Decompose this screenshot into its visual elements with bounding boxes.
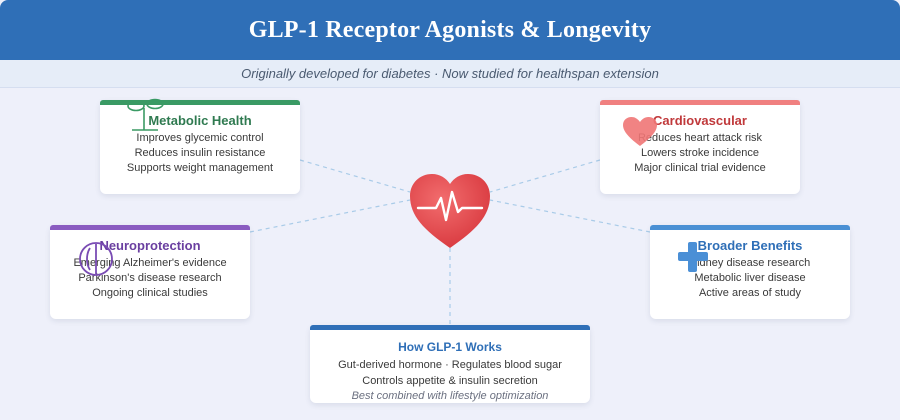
card-note: Best combined with lifestyle optimizatio… (351, 390, 549, 402)
card-line: Improves glycemic control (136, 132, 264, 144)
seedling-icon (127, 98, 164, 131)
card-title: Neuroprotection (99, 238, 201, 253)
subtitle-bar: Originally developed for diabetes · Now … (0, 60, 900, 88)
card-title: Metabolic Health (148, 113, 252, 128)
connector-broader (489, 199, 651, 233)
page-title: GLP-1 Receptor Agonists & Longevity (248, 16, 652, 43)
heart-pulse-icon (410, 174, 490, 248)
card-line: Metabolic liver disease (694, 272, 806, 284)
connector-metabolic (299, 159, 411, 193)
brain-icon (79, 242, 113, 276)
plus-cross-icon (678, 242, 708, 272)
card-line: Lowers stroke incidence (640, 147, 759, 159)
page-subtitle: Originally developed for diabetes · Now … (241, 66, 659, 81)
card-accent-bar (600, 100, 800, 105)
card-accent-bar (310, 325, 590, 330)
connector-cardio (489, 159, 601, 193)
card-line: Reduces heart attack risk (637, 132, 763, 144)
heart-icon (623, 117, 657, 146)
card-how-glp1-works: How GLP-1 Works Gut-derived hormone · Re… (310, 325, 590, 403)
card-title: Broader Benefits (697, 238, 803, 253)
card-cardiovascular: Cardiovascular Reduces heart attack risk… (600, 100, 800, 194)
card-line: Active areas of study (698, 287, 802, 299)
card-broader-benefits: Broader Benefits Kidney disease research… (650, 225, 850, 319)
card-line: Gut-derived hormone · Regulates blood su… (338, 359, 562, 371)
card-line: Supports weight management (126, 162, 274, 174)
card-line: Ongoing clinical studies (92, 287, 208, 299)
header-banner: GLP-1 Receptor Agonists & Longevity (0, 0, 900, 60)
connector-neuro (249, 199, 411, 233)
card-title: Cardiovascular (653, 113, 747, 128)
card-line: Parkinson's disease research (78, 272, 222, 284)
card-accent-bar (100, 100, 300, 105)
card-line: Reduces insulin resistance (134, 147, 266, 159)
card-accent-bar (50, 225, 250, 230)
card-title: How GLP-1 Works (398, 340, 502, 354)
card-line: Major clinical trial evidence (634, 162, 766, 174)
card-metabolic-health: Metabolic Health Improves glycemic contr… (100, 100, 300, 194)
card-accent-bar (650, 225, 850, 230)
card-line: Controls appetite & insulin secretion (362, 375, 538, 387)
card-line: Kidney disease research (689, 257, 811, 269)
